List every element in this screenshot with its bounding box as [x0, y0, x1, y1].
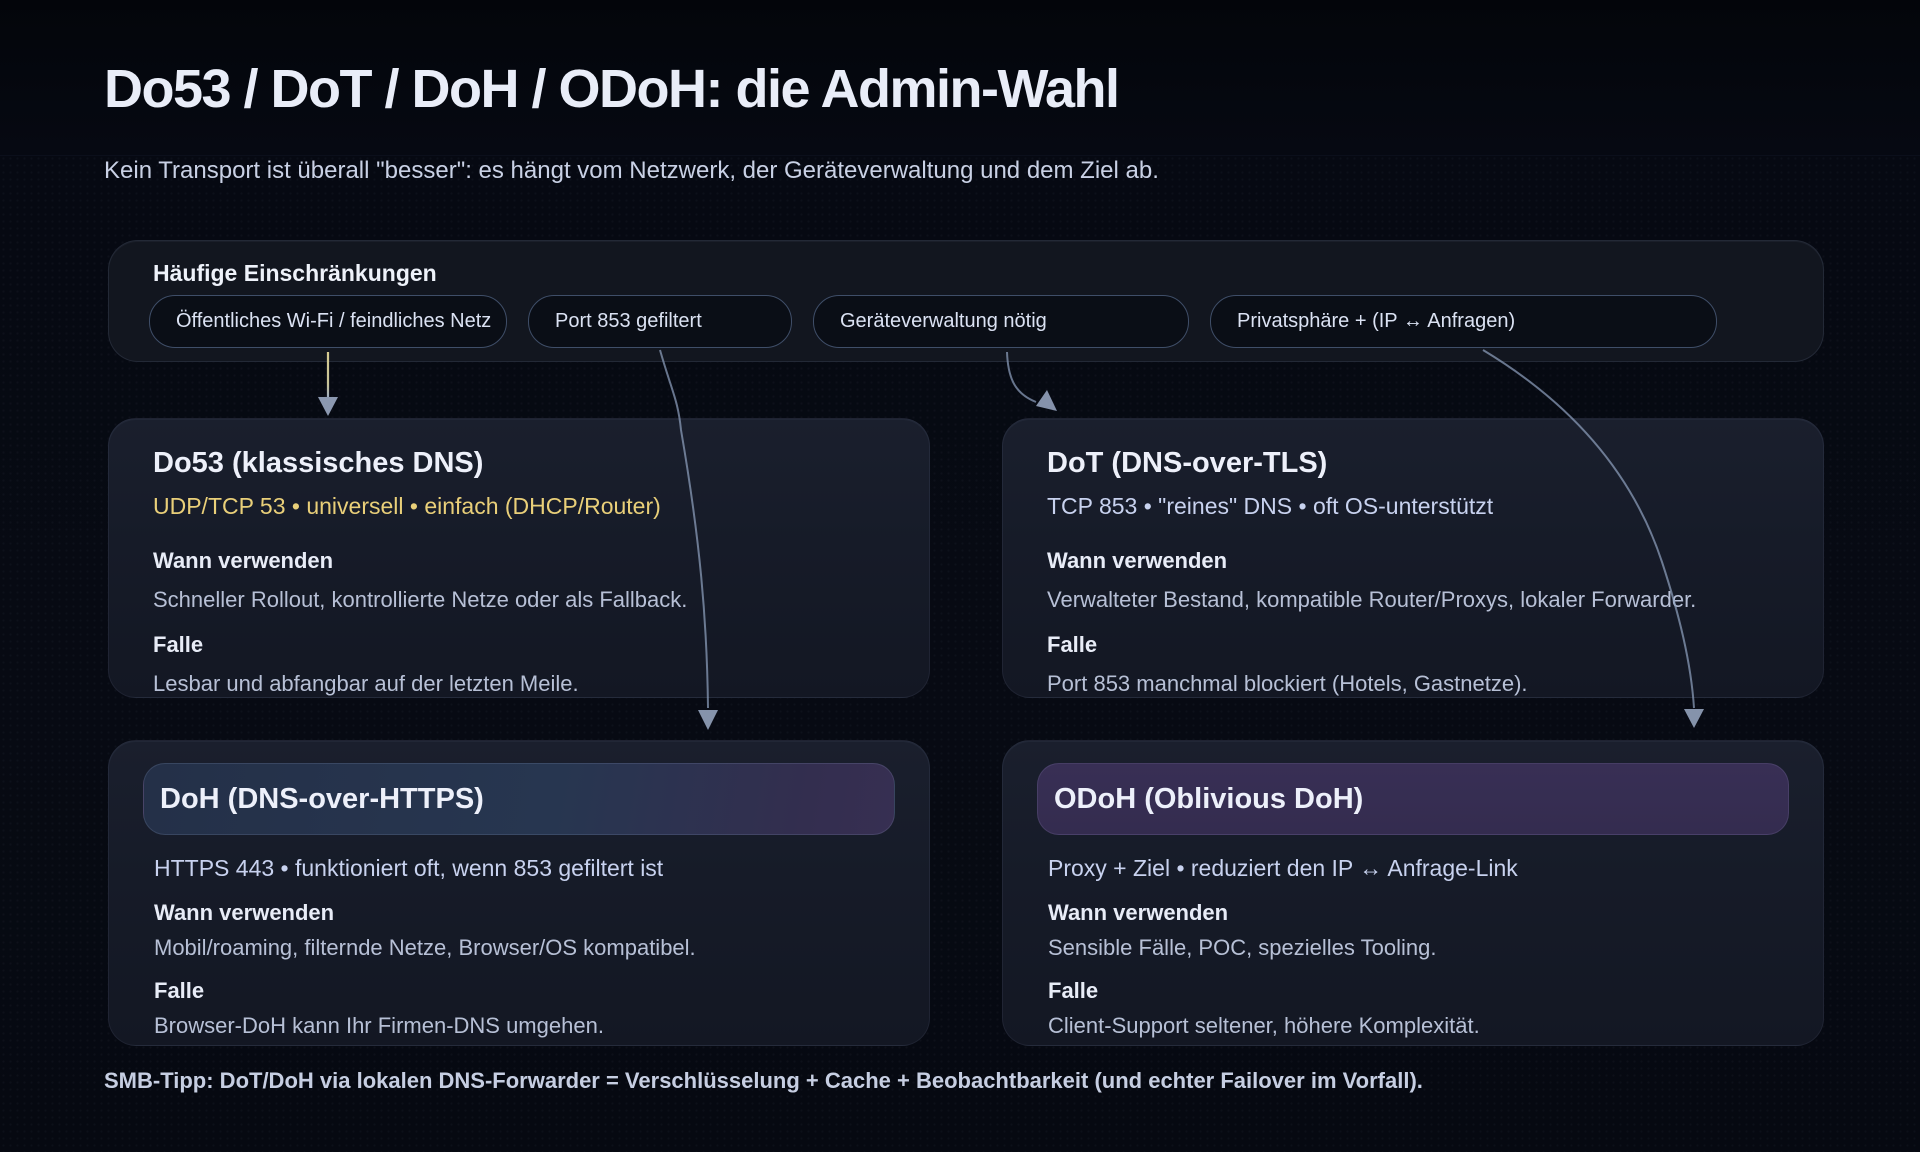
card-doh-pitfall-text: Browser-DoH kann Ihr Firmen-DNS umgehen.: [154, 1013, 604, 1038]
card-doh-meta: HTTPS 443 • funktioniert oft, wenn 853 g…: [154, 855, 664, 881]
card-dot: DoT (DNS-over-TLS) TCP 853 • "reines" DN…: [1002, 418, 1824, 698]
card-dot-meta: TCP 853 • "reines" DNS • oft OS-unterstü…: [1047, 493, 1494, 519]
card-doh-when-text: Mobil/roaming, filternde Netze, Browser/…: [154, 935, 696, 960]
page-subtitle: Kein Transport ist überall "besser": es …: [104, 157, 1159, 184]
smb-tip: SMB-Tipp: DoT/DoH via lokalen DNS-Forwar…: [104, 1068, 1423, 1093]
card-doh-pitfall-label: Falle: [154, 978, 205, 1003]
pill-port-853-filtered: Port 853 gefiltert: [528, 295, 792, 348]
arrowhead-853-to-doh: [698, 710, 718, 730]
card-doh-body: HTTPS 443 • funktioniert oft, wenn 853 g…: [143, 853, 895, 1041]
card-doh-title: DoH (DNS-over-HTTPS): [160, 783, 484, 815]
card-do53: Do53 (klassisches DNS) UDP/TCP 53 • univ…: [108, 418, 930, 698]
card-do53-meta: UDP/TCP 53 • universell • einfach (DHCP/…: [153, 493, 661, 519]
card-dot-pitfall-label: Falle: [1047, 632, 1098, 657]
constraints-pill-row: Öffentliches Wi-Fi / feindliches Netz Po…: [149, 295, 1717, 348]
pill-public-wifi: Öffentliches Wi-Fi / feindliches Netz: [149, 295, 507, 348]
card-dot-title: DoT (DNS-over-TLS): [1047, 447, 1328, 479]
card-do53-when-text: Schneller Rollout, kontrollierte Netze o…: [153, 587, 688, 612]
page-title: Do53 / DoT / DoH / ODoH: die Admin-Wahl: [104, 59, 1120, 119]
card-doh: DoH (DNS-over-HTTPS) HTTPS 443 • funktio…: [108, 740, 930, 1046]
card-doh-when-label: Wann verwenden: [154, 900, 335, 925]
card-odoh-body: Proxy + Ziel • reduziert den IP ↔ Anfrag…: [1037, 853, 1789, 1041]
card-do53-title: Do53 (klassisches DNS): [153, 447, 484, 479]
constraints-heading: Häufige Einschränkungen: [153, 260, 437, 286]
pill-device-management: Geräteverwaltung nötig: [813, 295, 1189, 348]
pill-privacy-ip-link: Privatsphäre + (IP ↔ Anfragen): [1210, 295, 1717, 348]
card-dot-pitfall-text: Port 853 manchmal blockiert (Hotels, Gas…: [1047, 671, 1528, 696]
card-odoh-title: ODoH (Oblivious DoH): [1054, 783, 1364, 815]
card-odoh-meta: Proxy + Ziel • reduziert den IP ↔ Anfrag…: [1048, 855, 1518, 881]
constraints-panel: Häufige Einschränkungen Öffentliches Wi-…: [108, 240, 1824, 362]
card-do53-when-label: Wann verwenden: [153, 548, 334, 573]
card-odoh-when-text: Sensible Fälle, POC, spezielles Tooling.: [1048, 935, 1437, 960]
card-odoh-when-label: Wann verwenden: [1048, 900, 1229, 925]
card-odoh-pitfall-text: Client-Support seltener, höhere Komplexi…: [1048, 1013, 1480, 1038]
arrowhead-privacy-to-odoh: [1684, 709, 1704, 728]
arrowhead-mgmt-to-dot: [1036, 390, 1057, 411]
card-doh-header-bar: DoH (DNS-over-HTTPS): [143, 763, 895, 835]
card-odoh-header-bar: ODoH (Oblivious DoH): [1037, 763, 1789, 835]
card-do53-pitfall-label: Falle: [153, 632, 204, 657]
card-dot-when-text: Verwalteter Bestand, kompatible Router/P…: [1047, 587, 1697, 612]
card-do53-pitfall-text: Lesbar und abfangbar auf der letzten Mei…: [153, 671, 579, 696]
card-dot-when-label: Wann verwenden: [1047, 548, 1228, 573]
arrowhead-wifi-to-do53: [318, 397, 338, 416]
card-odoh-pitfall-label: Falle: [1048, 978, 1099, 1003]
card-odoh: ODoH (Oblivious DoH) Proxy + Ziel • redu…: [1002, 740, 1824, 1046]
